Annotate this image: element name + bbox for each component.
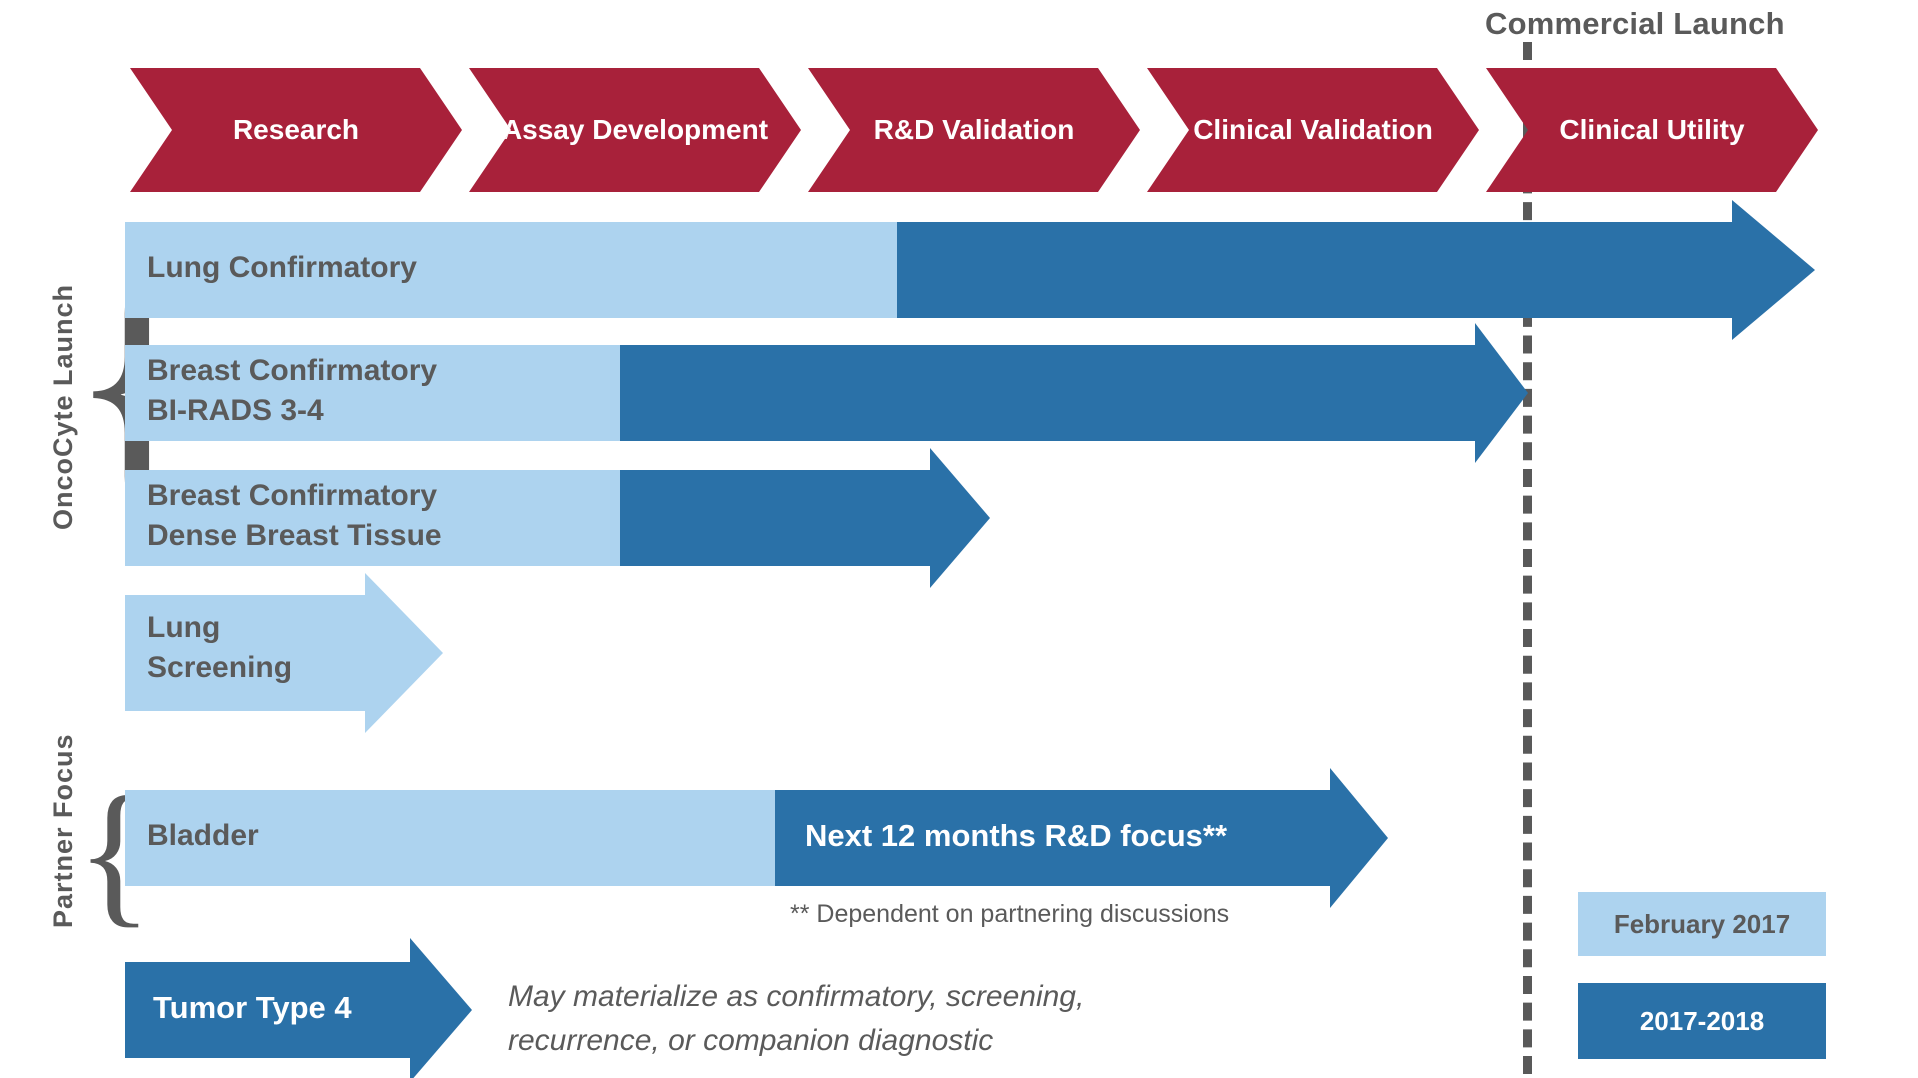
row-lung-confirmatory: Lung Confirmatory [125,200,1825,340]
phase-banner: Research Assay Development R&D Validatio… [130,68,1818,192]
row-label: Breast Confirmatory Dense Breast Tissue [147,479,442,552]
bar-segment-completed[interactable] [125,470,620,566]
row-label: Tumor Type 4 [153,990,352,1025]
bar-segment-completed[interactable] [125,595,365,711]
phase-label: Clinical Utility [1559,114,1745,146]
row-bladder: Bladder Next 12 months R&D focus** [125,768,1825,908]
legend-item-2017-2018[interactable]: 2017-2018 [1578,983,1826,1059]
phase-label: R&D Validation [873,114,1075,146]
phase-clinical-utility[interactable]: Clinical Utility [1486,68,1818,192]
bar-arrowhead [410,938,472,1078]
row-lung-screening: Lung Screening [125,573,1825,733]
phase-clinical-validation[interactable]: Clinical Validation [1147,68,1479,192]
phase-label: Research [232,114,360,146]
bar-inline-note: Next 12 months R&D focus** [805,818,1228,853]
commercial-launch-dashed-line [1523,42,1532,1074]
group-brace-oncocyte-launch: { [66,218,210,538]
bar-segment-planned[interactable] [125,962,410,1058]
bar-segment-planned[interactable] [620,345,1475,441]
legend-item-february-2017[interactable]: February 2017 [1578,892,1826,956]
row-label: Lung Confirmatory [147,251,417,284]
bar-arrowhead [930,448,990,588]
partnering-footnote: ** Dependent on partnering discussions [790,900,1230,928]
bar-arrowhead [1330,768,1388,908]
row-breast-confirmatory-dense: Breast Confirmatory Dense Breast Tissue [125,448,1825,588]
bar-segment-planned[interactable] [620,470,930,566]
bar-arrowhead [1475,323,1528,463]
bar-arrowhead [1732,200,1815,340]
bar-segment-planned[interactable] [775,790,1330,886]
commercial-launch-label: Commercial Launch [1485,6,1785,41]
legend-label: 2017-2018 [1639,1005,1765,1036]
row-breast-confirmatory-birads: Breast Confirmatory BI-RADS 3-4 [125,323,1825,463]
legend-label: February 2017 [1613,908,1791,939]
row-label: Lung Screening [147,611,293,684]
phase-assay-development[interactable]: Assay Development [469,68,801,192]
bar-segment-planned[interactable] [897,222,1732,318]
phase-rd-validation[interactable]: R&D Validation [808,68,1140,192]
phase-label: Clinical Validation [1193,114,1433,146]
row-label: Breast Confirmatory BI-RADS 3-4 [147,354,438,427]
phase-research[interactable]: Research [130,68,462,192]
group-label-partner-focus: Partner Focus [48,733,78,928]
group-brace-partner-focus: { [76,763,153,941]
bar-arrowhead [365,573,443,733]
bar-segment-completed[interactable] [125,790,775,886]
row-label: Bladder [147,819,259,852]
phase-label: Assay Development [501,114,769,146]
tumor-type-4-note: May materialize as confirmatory, screeni… [508,980,1085,1057]
row-tumor-type-4: Tumor Type 4 [125,938,1825,1078]
bar-segment-completed[interactable] [125,222,897,318]
bar-segment-completed[interactable] [125,345,620,441]
